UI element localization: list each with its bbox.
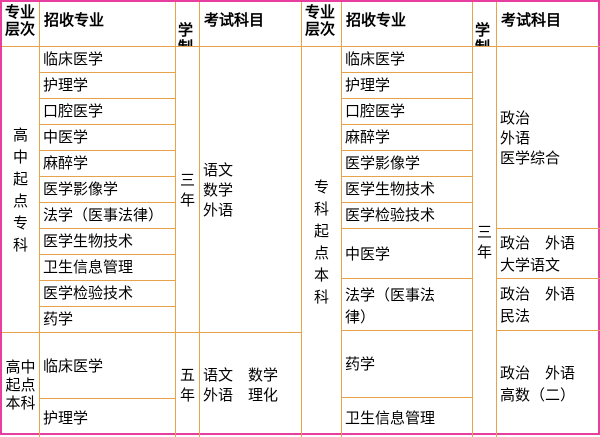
major-name: 临床医学	[43, 356, 104, 375]
major-name: 药学	[345, 355, 376, 373]
major-cell: 临床医学	[40, 333, 176, 399]
major-name: 医学影像学	[43, 180, 119, 198]
major-cell: 中医学	[40, 125, 176, 151]
subjects-text: 政治 外语 高数（二）	[500, 364, 576, 404]
major-name: 口腔医学	[345, 102, 406, 120]
header-level-text: 专业 层次	[305, 3, 336, 38]
major-cell: 麻醉学	[40, 151, 176, 177]
header-duration-left: 学 制	[176, 2, 200, 47]
major-cell: 麻醉学	[342, 125, 473, 151]
level-cell-high-school-to-associate: 高 中 起 点 专 科	[2, 47, 40, 333]
header-major-right: 招收专业	[342, 2, 473, 47]
header-level-right: 专业 层次	[302, 2, 342, 47]
subjects-cell: 语文 数学 外语 理化	[200, 333, 302, 437]
major-name: 医学生物技术	[345, 180, 436, 198]
header-duration-text: 学 制	[475, 21, 491, 47]
header-major-left: 招收专业	[40, 2, 176, 47]
major-cell: 法学（医事法律）	[40, 203, 176, 229]
major-name: 护理学	[43, 76, 89, 94]
major-name: 护理学	[345, 76, 391, 94]
header-major-text: 招收专业	[44, 11, 105, 29]
duration-cell-three-years: 三 年	[473, 47, 497, 437]
major-name: 临床医学	[345, 50, 406, 68]
major-name: 卫生信息管理	[345, 408, 436, 427]
subjects-text: 政治 外语 医学综合	[500, 108, 561, 167]
major-cell: 药学	[40, 307, 176, 333]
duration-cell-five-years: 五 年	[176, 333, 200, 437]
major-name: 卫生信息管理	[43, 258, 134, 276]
header-duration-text: 学 制	[178, 21, 194, 47]
level-text: 高 中 起 点 专 科	[12, 125, 28, 254]
major-cell: 中医学	[342, 229, 473, 279]
level-cell-high-school-to-bachelor: 高中 起点 本科	[2, 333, 40, 437]
major-cell: 护理学	[40, 73, 176, 99]
header-major-text: 招收专业	[346, 11, 407, 29]
major-cell: 药学	[342, 331, 473, 398]
major-name: 医学影像学	[345, 154, 421, 172]
major-cell: 法学（医事法 律）	[342, 279, 473, 331]
major-cell: 卫生信息管理	[342, 398, 473, 437]
major-name: 医学检验技术	[43, 284, 134, 302]
duration-text: 三 年	[179, 170, 195, 209]
subjects-text: 语文 数学 外语	[203, 160, 234, 219]
subjects-cell: 政治 外语 民法	[497, 279, 600, 331]
subjects-cell: 政治 外语 高数（二）	[497, 331, 600, 437]
header-level-text: 专业 层次	[5, 3, 36, 38]
major-name: 麻醉学	[43, 154, 89, 172]
major-cell: 卫生信息管理	[40, 255, 176, 281]
major-name: 法学（医事法律）	[43, 206, 164, 224]
major-name: 医学生物技术	[43, 232, 134, 250]
major-cell: 临床医学	[40, 47, 176, 73]
major-cell: 医学检验技术	[40, 281, 176, 307]
major-cell: 医学生物技术	[40, 229, 176, 255]
subjects-text: 政治 外语 大学语文	[500, 233, 576, 274]
major-name: 护理学	[43, 409, 89, 427]
major-cell: 临床医学	[342, 47, 473, 73]
subjects-text: 政治 外语 民法	[500, 284, 576, 325]
subjects-text: 语文 数学 外语 理化	[203, 366, 279, 404]
major-name: 医学检验技术	[345, 206, 436, 224]
major-name: 麻醉学	[345, 128, 391, 146]
subjects-cell: 政治 外语 医学综合	[497, 47, 600, 229]
major-name: 临床医学	[43, 50, 104, 68]
header-level-left: 专业 层次	[2, 2, 40, 47]
major-name: 法学（医事法 律）	[345, 286, 436, 326]
duration-text: 三 年	[476, 223, 492, 261]
major-cell: 护理学	[40, 399, 176, 437]
duration-cell-three-years: 三 年	[176, 47, 200, 333]
major-cell: 护理学	[342, 73, 473, 99]
major-cell: 医学生物技术	[342, 177, 473, 203]
major-name: 中医学	[345, 244, 391, 263]
major-cell: 医学影像学	[342, 151, 473, 177]
header-subjects-right: 考试科目	[497, 2, 600, 47]
header-subjects-text: 考试科目	[204, 11, 265, 29]
duration-text: 五 年	[179, 366, 195, 404]
level-text: 高中 起点 本科	[5, 358, 36, 412]
major-cell: 口腔医学	[40, 99, 176, 125]
major-name: 口腔医学	[43, 102, 104, 120]
subjects-cell: 语文 数学 外语	[200, 47, 302, 333]
header-duration-right: 学 制	[473, 2, 497, 47]
major-name: 中医学	[43, 128, 89, 146]
header-subjects-text: 考试科目	[501, 11, 562, 29]
level-text: 专 科 起 点 本 科	[313, 178, 329, 306]
header-subjects-left: 考试科目	[200, 2, 302, 47]
level-cell-associate-to-bachelor: 专 科 起 点 本 科	[302, 47, 342, 437]
major-cell: 医学影像学	[40, 177, 176, 203]
major-cell: 口腔医学	[342, 99, 473, 125]
major-cell: 医学检验技术	[342, 203, 473, 229]
major-name: 药学	[43, 310, 74, 328]
subjects-cell: 政治 外语 大学语文	[497, 229, 600, 279]
